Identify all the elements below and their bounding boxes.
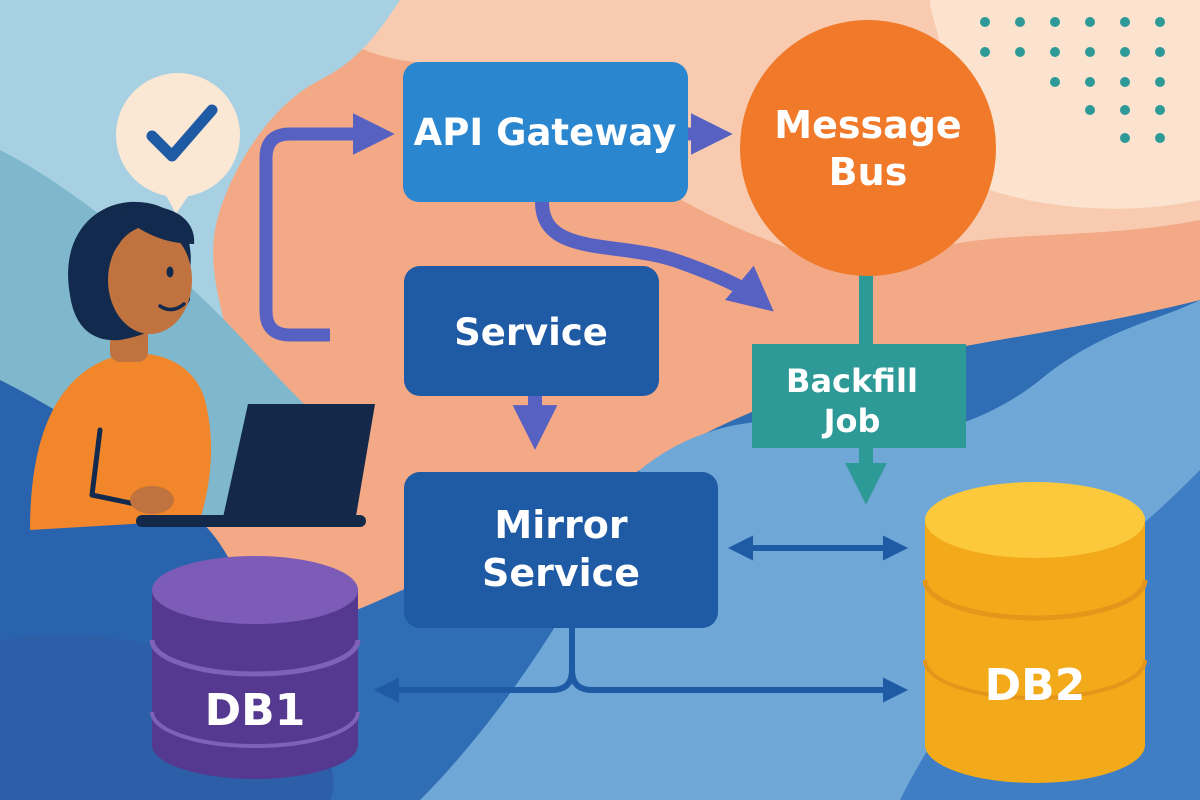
person-smile [158, 302, 186, 312]
arrow-api-gateway-to-backfill [535, 201, 774, 312]
speech-bubble-body [116, 73, 240, 197]
service-label: Service [454, 311, 608, 354]
node-db1: DB1 [149, 556, 361, 779]
message-bus-label-line-2: Bus [829, 150, 908, 194]
mirror-service-label-line-2: Service [482, 551, 640, 595]
message-bus-label-line-1: Message [774, 103, 961, 147]
db2-band-2 [923, 659, 1147, 700]
backfill-job-label-line-2: Job [822, 402, 881, 440]
node-service: Service [404, 266, 659, 396]
speech-bubble [116, 73, 240, 214]
speech-bubble-tail [162, 188, 192, 214]
db2-band [922, 579, 1148, 621]
dot-grid-decoration [980, 17, 1165, 143]
person-eye [166, 266, 174, 278]
message-bus-circle [740, 20, 996, 276]
arrow-user-to-api-gateway [259, 113, 395, 342]
backfill-job-label-line-1: Backfill [786, 362, 918, 400]
backfill-job-box [752, 344, 966, 448]
mirror-service-label-line-1: Mirror [494, 503, 627, 547]
laptop-screen [222, 404, 375, 522]
db1-band [149, 639, 361, 677]
api-gateway-label: API Gateway [414, 111, 677, 154]
node-api-gateway: API Gateway [403, 62, 688, 202]
arrow-mirror-to-db2 [569, 669, 909, 703]
person-torso [30, 353, 212, 530]
db2-cylinder-body [925, 520, 1145, 783]
person-arm [89, 427, 143, 508]
node-backfill-job: Backfill Job [752, 344, 966, 448]
person-hand [130, 486, 174, 514]
service-box [404, 266, 659, 396]
db1-label: DB1 [205, 685, 306, 736]
db1-cylinder-top [152, 556, 358, 624]
node-message-bus: Message Bus [740, 20, 996, 276]
db1-band-2 [150, 711, 360, 748]
person-face [108, 226, 192, 334]
connectors [259, 113, 909, 703]
node-db2: DB2 [922, 482, 1148, 783]
node-mirror-service: Mirror Service [404, 472, 718, 628]
mirror-service-box [404, 472, 718, 628]
person-hair-front [88, 205, 195, 270]
db2-cylinder-top [925, 482, 1145, 558]
api-gateway-box [403, 62, 688, 202]
person-with-laptop [30, 201, 375, 530]
checkmark-icon [146, 104, 218, 162]
laptop-base [136, 515, 366, 527]
db1-cylinder-body [152, 590, 358, 779]
db2-label: DB2 [985, 660, 1086, 711]
